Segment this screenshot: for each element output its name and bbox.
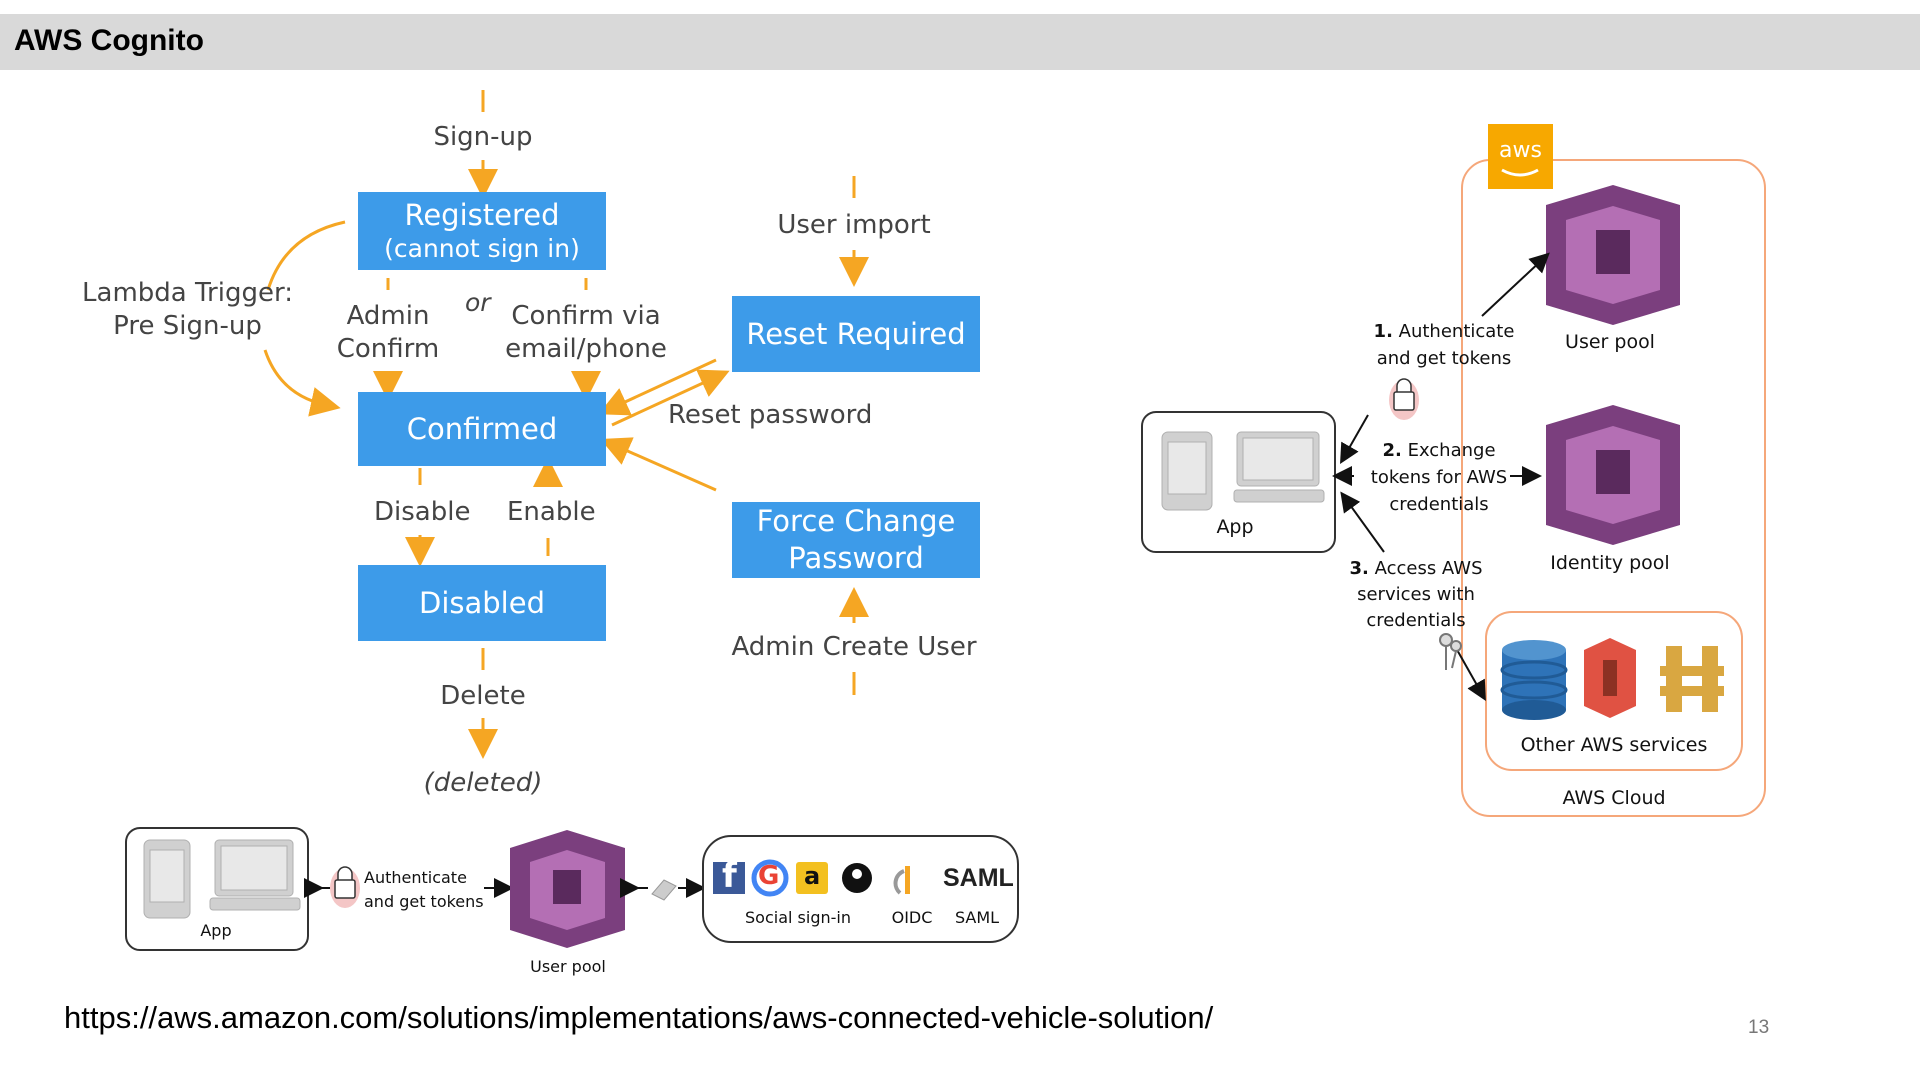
deleted-label: (deleted)	[423, 768, 543, 798]
registered-state-box: Registered (cannot sign in)	[358, 192, 606, 270]
step3-number: 3.	[1349, 558, 1369, 579]
disabled-label: Disabled	[419, 586, 545, 620]
step2-line2: tokens for AWS	[1370, 467, 1508, 488]
confirm-via-line2: email/phone	[505, 334, 667, 364]
s3-icon	[1584, 638, 1636, 718]
signup-label: Sign-up	[433, 122, 533, 152]
federation-token-icon	[651, 879, 677, 901]
facebook-icon-bg	[713, 862, 745, 894]
force-change-arrow	[600, 437, 717, 492]
aws-smile	[1501, 168, 1539, 177]
admin-confirm-line2: Confirm	[336, 334, 440, 364]
identity-lock-icon	[1393, 378, 1415, 411]
federation-device-icons	[143, 839, 301, 919]
delete-label: Delete	[440, 681, 526, 711]
confirmed-label: Confirmed	[406, 412, 558, 446]
header-bar: AWS Cognito	[0, 14, 1920, 70]
google-icon-ring	[751, 859, 789, 897]
federation-authenticate-line1: Authenticate	[364, 868, 467, 887]
google-logo: G	[758, 861, 780, 891]
disable-label: Disable	[374, 497, 471, 527]
step3-label: 3. Access AWS services with credentials	[1336, 556, 1496, 634]
force-change-password-state-box: Force Change Password	[732, 502, 980, 578]
admin-create-user-label: Admin Create User	[731, 632, 977, 662]
amazon-logo: a	[804, 862, 821, 890]
step3-line3: credentials	[1366, 610, 1466, 631]
page-number: 13	[1748, 1017, 1770, 1038]
lifecycle-arrows	[263, 90, 869, 759]
source-url: https://aws.amazon.com/solutions/impleme…	[64, 1000, 1214, 1035]
identity-pool-cognito-icon	[1546, 405, 1680, 545]
lambda-curve-bottom	[263, 349, 341, 417]
aws-cloud-label: AWS Cloud	[1562, 787, 1666, 809]
step1-label: 1. Authenticate and get tokens	[1354, 318, 1534, 372]
lambda-trigger-line1: Lambda Trigger:	[82, 278, 293, 308]
dynamodb-icon	[1500, 640, 1568, 720]
reset-required-state-box: Reset Required	[732, 296, 980, 372]
admin-confirm-line1: Admin	[346, 301, 430, 331]
user-pool-label: User pool	[1565, 331, 1655, 353]
social-signin-label: Social sign-in	[745, 908, 851, 927]
registered-label: Registered	[404, 198, 560, 232]
identity-device-icons	[1161, 431, 1325, 511]
user-pool-cognito-icon	[1546, 185, 1680, 325]
other-services-box	[1485, 611, 1743, 771]
step2-line1: Exchange	[1407, 440, 1496, 461]
confirm-via-label: Confirm via email/phone	[500, 300, 672, 366]
reset-arrow-1	[598, 358, 717, 416]
oidc-icon	[893, 866, 910, 895]
disabled-state-box: Disabled	[358, 565, 606, 641]
step3-line2: services with	[1357, 584, 1475, 605]
reset-arrow-2	[611, 369, 730, 427]
federation-lock-icon	[334, 866, 356, 899]
federation-authenticate-line2: and get tokens	[364, 892, 484, 911]
other-aws-services-label: Other AWS services	[1520, 734, 1708, 756]
enable-label: Enable	[507, 497, 596, 527]
step1-line2: and get tokens	[1376, 348, 1512, 369]
saml-logo: SAML	[943, 864, 1014, 892]
step2-line3: credentials	[1389, 494, 1489, 515]
slide-title: AWS Cognito	[14, 24, 204, 57]
keys-icon	[1439, 633, 1462, 670]
confirm-via-line1: Confirm via	[511, 301, 661, 331]
lambda-curve-top	[266, 220, 346, 291]
step3-line1: Access AWS	[1374, 558, 1483, 579]
aws-logo-tile	[1488, 124, 1553, 189]
identity-pool-label: Identity pool	[1550, 552, 1670, 574]
oidc-label: OIDC	[891, 908, 933, 927]
aws-cloud-box	[1461, 159, 1766, 817]
registered-sublabel: (cannot sign in)	[384, 234, 580, 263]
step1-line1: Authenticate	[1398, 321, 1515, 342]
federation-user-pool-cognito-icon	[510, 830, 625, 948]
aws-logo-text: aws	[1499, 138, 1542, 163]
identity-app-label: App	[1216, 516, 1254, 538]
confirmed-state-box: Confirmed	[358, 392, 606, 466]
admin-confirm-label: Admin Confirm	[328, 300, 448, 366]
federation-user-pool-label: User pool	[530, 957, 606, 976]
facebook-logo: f	[722, 856, 737, 896]
lambda-trigger-line2: Pre Sign-up	[113, 311, 262, 341]
federation-app-label: App	[200, 921, 232, 940]
amazon-icon-bg	[796, 862, 828, 894]
force-change-line1: Force Change	[756, 504, 956, 538]
saml-label: SAML	[954, 908, 1000, 927]
federation-authenticate-label: Authenticate and get tokens	[364, 866, 484, 914]
step1-number: 1.	[1373, 321, 1393, 342]
step2-label: 2. Exchange tokens for AWS credentials	[1354, 437, 1524, 518]
force-change-line2: Password	[788, 541, 924, 575]
step2-number: 2.	[1382, 440, 1402, 461]
reset-required-label: Reset Required	[746, 317, 966, 351]
user-import-label: User import	[777, 210, 931, 240]
or-label: or	[465, 288, 491, 317]
api-gateway-icon	[1660, 646, 1724, 712]
lambda-trigger-label: Lambda Trigger: Pre Sign-up	[80, 277, 295, 343]
reset-password-label: Reset password	[668, 400, 873, 430]
